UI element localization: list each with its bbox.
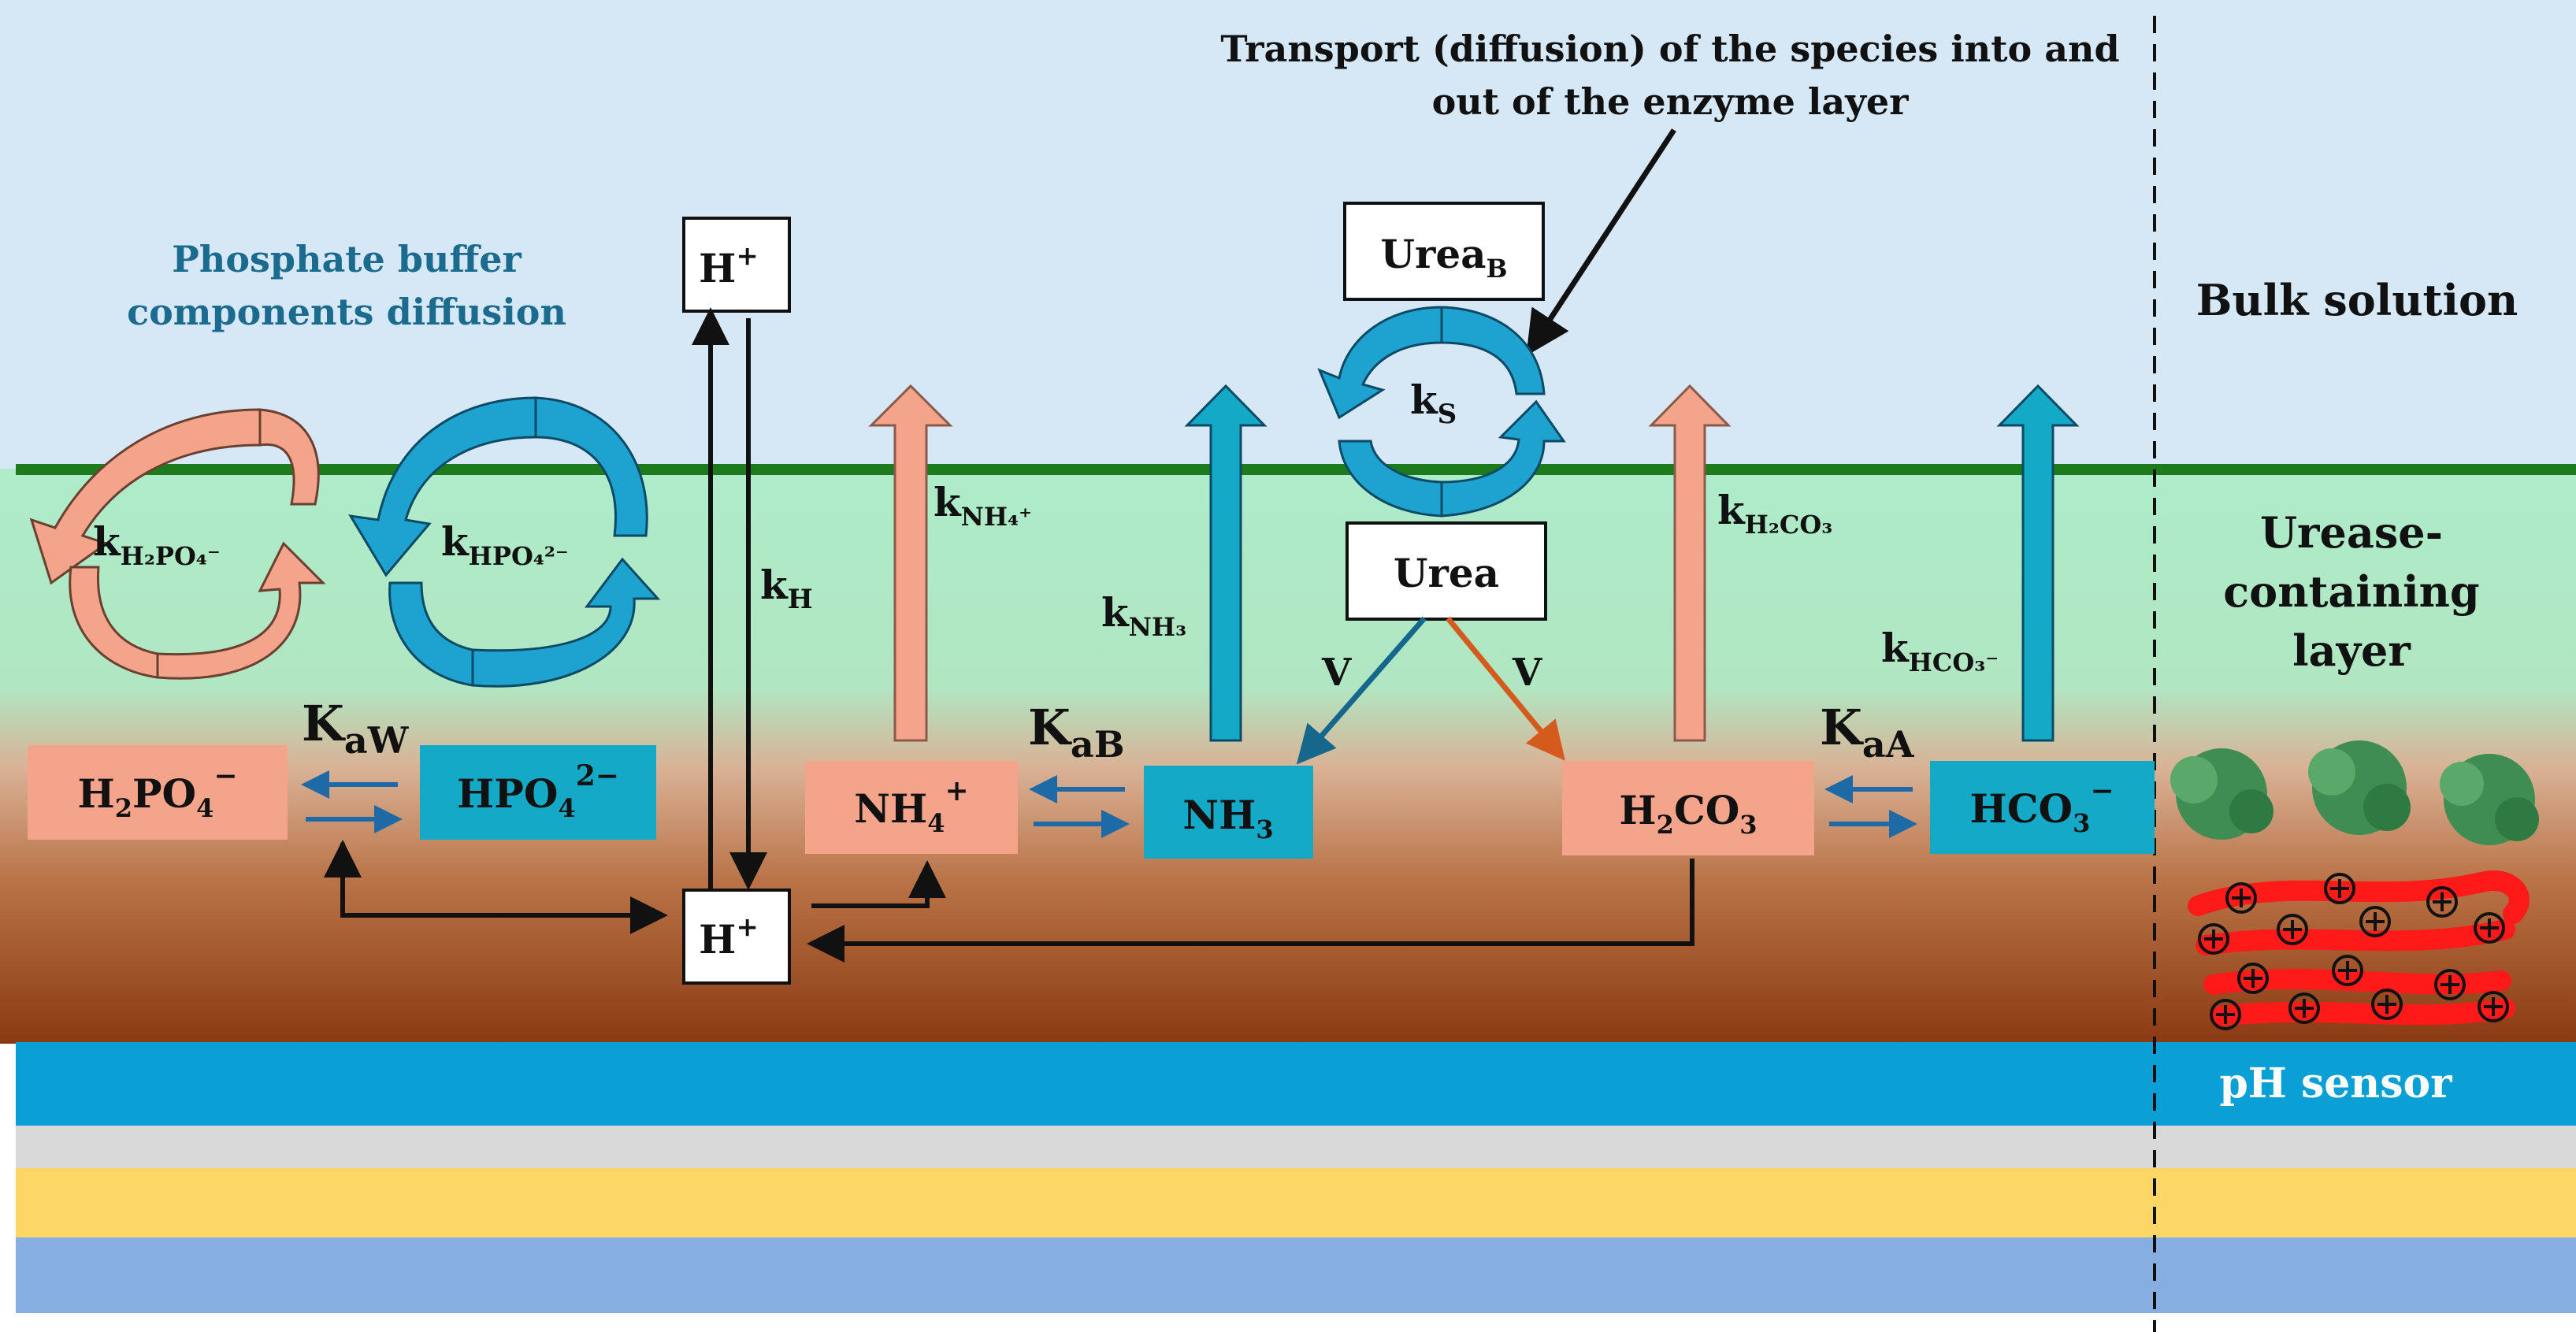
ph-sensor-label: pH sensor — [2219, 1059, 2452, 1108]
urease-layer-label-line3: layer — [2292, 625, 2411, 676]
h2co3-label: H2CO3 — [1619, 787, 1757, 840]
h-plus-top-box[interactable] — [682, 217, 791, 313]
h-plus-bottom-box[interactable] — [682, 889, 791, 985]
kaw-equilibrium-arrows — [301, 770, 403, 833]
svg-text:KaA: KaA — [1820, 699, 1915, 766]
k-h2po4-base: k — [93, 518, 121, 565]
v-left-label: V — [1321, 651, 1352, 695]
hco3-label: HCO3− — [1969, 774, 2114, 838]
urea-b-label: UreaB — [1380, 231, 1507, 284]
transport-annotation-line2: out of the enzyme layer — [1432, 80, 1910, 123]
kab-constant-label: KaB — [1028, 699, 1125, 766]
kaa-equilibrium-arrows — [1824, 775, 1917, 838]
svg-text:kH₂CO₃: kH₂CO₃ — [1717, 487, 1832, 540]
h2co3-diffusion-arrow — [1648, 384, 1732, 742]
k-nh4-rate-label: kNH₄⁺ — [934, 479, 1032, 532]
hpo4-label: HPO42− — [457, 759, 619, 823]
nh4-box[interactable] — [805, 761, 1018, 854]
k-h2po4-sub: H₂PO₄⁻ — [121, 541, 221, 571]
hpo4-diffusion-cycle-icon — [348, 396, 661, 688]
ph-sensor-layer — [16, 1042, 2576, 1126]
k-h2po4-rate-label: kH₂PO₄⁻ — [93, 518, 221, 571]
h2po4-diffusion-cycle-icon — [29, 408, 326, 680]
k-h2co3-rate-label: kH₂CO₃ — [1717, 487, 1832, 540]
nh4-diffusion-arrow — [868, 384, 953, 742]
bulk-solution-region — [0, 0, 2576, 469]
k-hco3-rate-label: kHCO₃⁻ — [1881, 625, 1999, 677]
k-hpo4-base: k — [441, 518, 470, 565]
svg-text:kS: kS — [1410, 377, 1457, 430]
kaa-constant-label: KaA — [1820, 699, 1915, 766]
bulk-solution-label: Bulk solution — [2196, 275, 2518, 325]
urease-layer-label-line2: containing — [2223, 566, 2479, 617]
urea-b-box[interactable] — [1343, 202, 1545, 301]
k-hpo4-rate-label: kHPO₄²⁻ — [441, 518, 569, 571]
h2po4-label: H2PO4− — [77, 759, 237, 823]
nh3-box[interactable] — [1144, 766, 1313, 859]
phosphate-annotation-line2: components diffusion — [127, 291, 566, 333]
urea-transport-cycle-icon — [1317, 306, 1566, 518]
kaw-constant-label: KaW — [302, 695, 410, 762]
hco3-diffusion-arrow — [1996, 384, 2080, 742]
v-right-label: V — [1512, 651, 1542, 695]
urea-label: Urea — [1394, 550, 1499, 596]
urea-to-h2co3-arrow — [1446, 616, 1565, 761]
k-nh3-rate-label: kNH₃ — [1101, 589, 1186, 642]
phosphate-annotation-line1: Phosphate buffer — [172, 238, 522, 280]
h2po4-box[interactable] — [28, 745, 288, 840]
h-plus-bottom-label: H+ — [699, 911, 759, 963]
h2co3-box[interactable] — [1562, 761, 1814, 855]
kab-equilibrium-arrows — [1029, 775, 1130, 838]
hco3-box[interactable] — [1930, 761, 2155, 854]
svg-text:KaB: KaB — [1028, 699, 1125, 766]
nh3-diffusion-arrow — [1184, 384, 1268, 742]
cationic-polymer-icon — [2188, 870, 2530, 1030]
svg-text:kNH₃: kNH₃ — [1101, 589, 1186, 642]
h2co3-to-h-arrow — [807, 859, 1694, 963]
urease-enzyme-cluster-icon — [2170, 740, 2539, 845]
yellow-substrate-layer — [16, 1168, 2576, 1237]
svg-text:kHCO₃⁻: kHCO₃⁻ — [1881, 625, 1999, 677]
urea-box[interactable] — [1346, 521, 1547, 621]
k-hpo4-sub: HPO₄²⁻ — [469, 541, 569, 571]
h-plus-top-label: H+ — [699, 240, 759, 291]
gray-substrate-layer — [16, 1126, 2576, 1168]
urease-layer-label-line1: Urease- — [2260, 507, 2443, 558]
svg-text:kHPO₄²⁻: kHPO₄²⁻ — [441, 518, 569, 571]
svg-text:kH₂PO₄⁻: kH₂PO₄⁻ — [93, 518, 221, 571]
h-to-nh4-arrow — [811, 860, 946, 908]
k-s-rate-label: kS — [1410, 377, 1457, 430]
k-h-rate-label: kH — [760, 562, 813, 615]
hpo4-box[interactable] — [420, 745, 656, 840]
svg-text:KaW: KaW — [302, 695, 410, 762]
svg-text:kH: kH — [760, 562, 813, 615]
transport-annotation-line1: Transport (diffusion) of the species int… — [1220, 28, 2119, 70]
urea-to-nh3-arrow — [1296, 616, 1427, 765]
nh3-label: NH3 — [1182, 792, 1273, 844]
transport-pointer-arrow — [1526, 128, 1676, 356]
bottom-substrate-layer — [16, 1237, 2576, 1313]
nh4-label: NH4+ — [854, 774, 968, 838]
svg-text:kNH₄⁺: kNH₄⁺ — [934, 479, 1032, 532]
